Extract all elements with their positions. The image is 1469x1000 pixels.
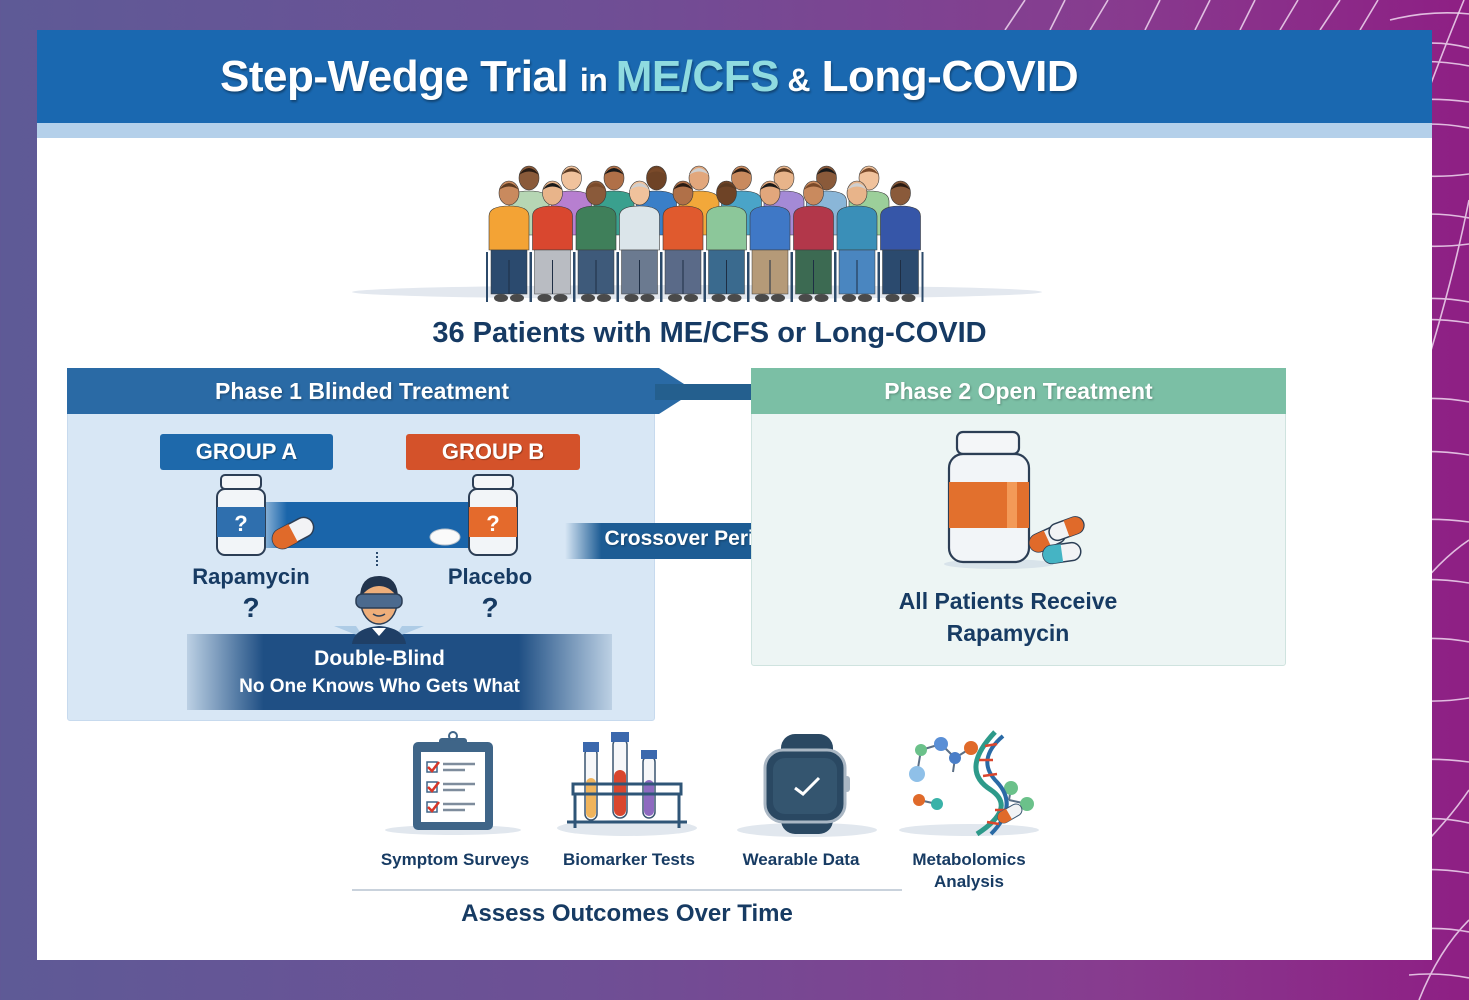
phase2-description-line1: All Patients Receive — [898, 588, 1118, 614]
rapamycin-bottle-large-icon — [944, 430, 1085, 569]
title-part-1: Step-Wedge Trial — [220, 52, 580, 101]
title-accent: ME/CFS — [615, 52, 780, 101]
blind-connector-dots — [376, 552, 378, 566]
group-b-badge: GROUP B — [406, 434, 580, 470]
placebo-bottle-icon: ? — [429, 474, 518, 556]
test-tubes-icon — [557, 732, 697, 836]
title-underline — [37, 123, 1432, 138]
diagram-area: Phase 1 Blinded Treatment GROUP A GROUP … — [37, 30, 1432, 960]
crossover-label: Crossover Period — [604, 527, 780, 550]
patient-figure — [486, 180, 532, 302]
patient-figure — [573, 180, 619, 302]
svg-text:?: ? — [486, 511, 499, 536]
patients-group-illustration — [352, 165, 1042, 302]
placebo-question-mark: ? — [481, 592, 499, 623]
clipboard-checklist-icon — [385, 731, 521, 835]
rapamycin-question-mark: ? — [242, 592, 260, 623]
phase1-title: Phase 1 Blinded Treatment — [215, 378, 509, 404]
patient-figure — [703, 180, 750, 302]
outcomes-summary: Assess Outcomes Over Time — [461, 900, 793, 927]
outcome-label-biomarker-tests: Biomarker Tests — [563, 850, 695, 869]
placebo-label: Placebo — [447, 564, 533, 589]
patient-figure — [616, 180, 663, 302]
blindfolded-person-icon — [334, 576, 424, 644]
outcomes-divider — [352, 889, 902, 891]
patient-figure — [660, 180, 706, 302]
title-ampersand: & — [778, 62, 810, 98]
patient-figure — [877, 180, 924, 302]
phase2-header — [751, 368, 1286, 414]
rapamycin-bottle-icon: ? — [216, 474, 315, 556]
phase2-description: All Patients Receive Rapamycin — [751, 585, 1265, 649]
background-swirl-lines-top — [1004, 0, 1469, 30]
phase2-title: Phase 2 Open Treatment — [884, 378, 1153, 404]
patient-figure — [834, 180, 880, 302]
phase2-description-line2: Rapamycin — [946, 620, 1070, 646]
smartwatch-icon — [737, 734, 877, 837]
molecule-dna-icon — [899, 730, 1039, 837]
rapamycin-label: Rapamycin — [192, 564, 310, 589]
double-blind-subtitle: No One Knows Who Gets What — [239, 676, 520, 697]
outcome-label-wearable-data: Wearable Data — [742, 850, 860, 869]
title-part-2: in — [579, 62, 616, 98]
phase1-header-arrow — [67, 368, 695, 414]
outcome-label-symptom-surveys: Symptom Surveys — [380, 850, 530, 869]
page-title: Step-Wedge Trial in ME/CFS & Long-COVID — [220, 52, 1079, 102]
title-bar — [37, 30, 1432, 123]
patients-label: 36 Patients with ME/CFS or Long-COVID — [432, 317, 987, 349]
outcome-label-metabolomics: Metabolomics Analysis — [912, 850, 1026, 891]
svg-text:?: ? — [234, 511, 247, 536]
title-part-4: Long-COVID — [809, 52, 1079, 101]
double-blind-banner — [187, 634, 612, 710]
double-blind-title: Double-Blind — [314, 647, 445, 670]
group-a-badge: GROUP A — [160, 434, 333, 470]
patient-figure — [747, 180, 793, 302]
